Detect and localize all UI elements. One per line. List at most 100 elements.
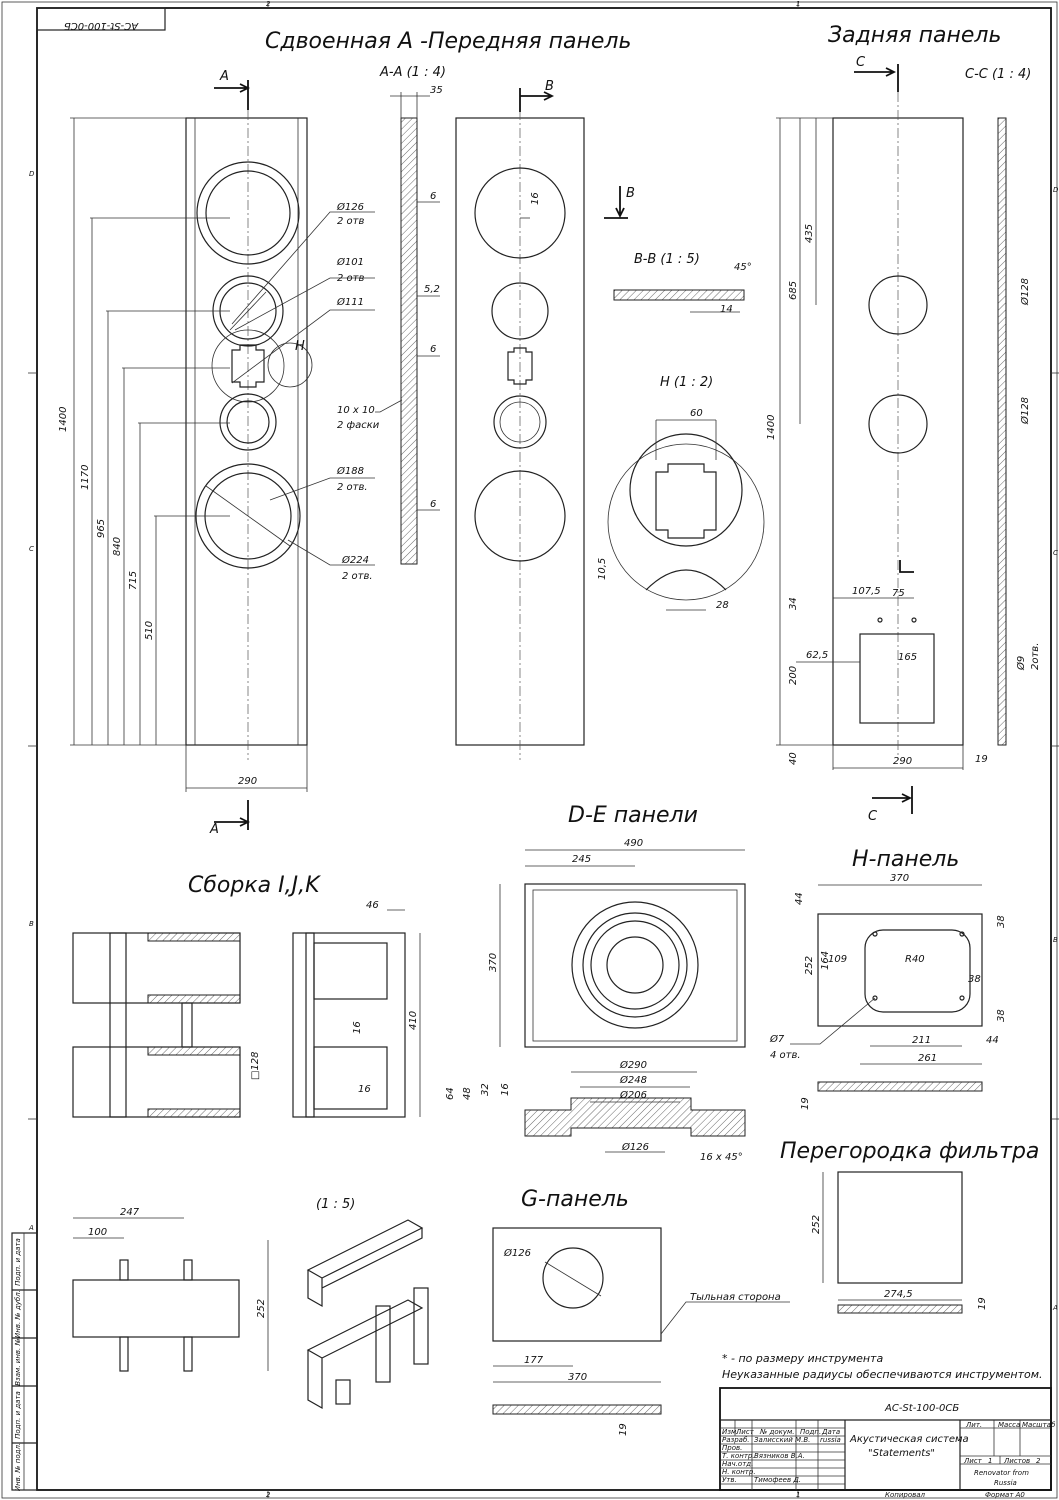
rear-dim-200: 200 <box>788 666 799 685</box>
de-dim-d206: Ø206 <box>619 1089 647 1101</box>
g-dim-d126: Ø126 <box>503 1247 531 1259</box>
bottom-dim-252: 252 <box>256 1299 267 1318</box>
tb-hdr-doc: № докум. <box>759 1428 795 1436</box>
cc-dim-19: 19 <box>975 754 988 765</box>
grid-row-c-right: C <box>1053 549 1058 557</box>
detail-h-circle <box>267 342 313 388</box>
section-a-bottom: A <box>209 822 219 837</box>
section-c-top: C <box>856 55 866 70</box>
stamp-vzam-inv: Взам. инв. № <box>14 1338 22 1386</box>
section-aa: A-A (1 : 4) 35 6 5,2 6 6 10 x 10 2 фаски <box>337 65 446 565</box>
filter-partition-title: Перегородка фильтра <box>780 1139 1039 1164</box>
callout-d101-n: 2 отв <box>337 273 364 284</box>
aa-dim-6a: 6 <box>430 191 436 202</box>
side-stamps: Подп. и дата Инв. № дубл. Взам. инв. № П… <box>11 1232 38 1491</box>
rear-dim-75: 75 <box>892 588 905 599</box>
de-dim-d126: Ø126 <box>621 1141 649 1153</box>
g-dim-19: 19 <box>618 1423 629 1436</box>
bottom-dim-100: 100 <box>88 1227 107 1238</box>
h-dim-38b: 38 <box>968 974 981 985</box>
de-dim-245: 245 <box>572 854 591 865</box>
bottom-scale: (1 : 5) <box>316 1197 355 1212</box>
grid-row-b-left: B <box>29 920 34 928</box>
tb-org: Renovator from <box>974 1469 1029 1477</box>
callout-d101: Ø101 <box>336 256 364 268</box>
tb-name-0: Залисский М.В. <box>754 1436 810 1444</box>
h-dim-44b: 44 <box>986 1035 999 1046</box>
note-2: Неуказанные радиусы обеспечиваются инстр… <box>722 1368 1043 1381</box>
section-cc-title: C-C (1 : 4) <box>965 67 1031 82</box>
tb-name-5: Тимофеев Д. <box>754 1476 801 1484</box>
rear-panel-view: Задняя панель C-C (1 : 4) 1400 685 435 1… <box>766 23 1041 824</box>
rear-dim-685: 685 <box>788 281 799 300</box>
assembly-ijk-title: Сборка I,J,K <box>188 873 321 898</box>
grid-row-a-right: A <box>1052 1304 1058 1312</box>
detail-h: H (1 : 2) 60 10,5 28 <box>597 375 765 611</box>
tb-date-0: russia <box>820 1436 841 1444</box>
tb-role-0: Разраб. <box>722 1436 750 1444</box>
rear-dim-1400: 1400 <box>766 415 777 440</box>
viewb-dim-16: 16 <box>530 192 541 205</box>
title-block: АС-St-100-0СБ Акустическая система "Stat… <box>719 1387 1056 1499</box>
tb-code: АС-St-100-0СБ <box>884 1403 959 1414</box>
g-panel-view: G-панель Ø126 Тыльная сторона 177 370 19 <box>492 1187 790 1436</box>
aa-dim-6b: 6 <box>430 344 436 355</box>
de-panels-title: D-E панели <box>568 803 698 828</box>
h-dim-261: 261 <box>918 1053 937 1064</box>
tb-role-2: Т. контр. <box>722 1452 755 1460</box>
tb-hdr-izm: Изм. <box>722 1428 738 1436</box>
tb-sheets: Листов <box>1003 1457 1030 1465</box>
callout-d126-n: 2 отв <box>337 216 364 227</box>
tb-format: Формат А0 <box>985 1491 1025 1499</box>
dim-1400: 1400 <box>58 407 69 432</box>
h-dim-d7: Ø7 <box>769 1033 785 1045</box>
tb-col-scale: Масштаб <box>1022 1421 1056 1429</box>
stamp-inv-dubl: Инв. № дубл. <box>14 1290 22 1338</box>
bottom-dim-247: 247 <box>120 1207 140 1218</box>
section-bb-title: B-B (1 : 5) <box>634 252 700 267</box>
aa-dim-52: 5,2 <box>424 284 440 295</box>
de-dim-d248: Ø248 <box>619 1074 647 1086</box>
callout-d188-n: 2 отв. <box>337 482 368 493</box>
assembly-bottom-view: 247 100 252 (1 : 5) <box>72 1197 429 1410</box>
filter-partition-view: Перегородка фильтра 252 274,5 19 <box>780 1139 1039 1314</box>
detail-h-dim-105: 10,5 <box>597 558 608 580</box>
front-panel-view: Сдвоенная А -Передняя панель H Ø126 2 от… <box>58 29 631 837</box>
cc-dim-d128a: Ø128 <box>1019 278 1031 306</box>
viewb-mark: B <box>545 79 554 94</box>
detail-h-mark: H <box>295 339 305 354</box>
aa-dim-35: 35 <box>430 85 443 96</box>
h-dim-109: 109 <box>828 954 847 965</box>
rear-dim-1075: 107,5 <box>852 586 881 597</box>
assembly-ijk-view: Сборка I,J,K □128 46 16 410 16 <box>72 873 421 1118</box>
callout-d188: Ø188 <box>336 465 364 477</box>
filter-dim-252: 252 <box>811 1215 822 1234</box>
rear-dim-165: 165 <box>898 652 917 663</box>
callout-d126: Ø126 <box>336 201 364 213</box>
de-dim-370: 370 <box>488 953 499 972</box>
rear-dim-625: 62,5 <box>806 650 828 661</box>
tb-sheet: Лист <box>963 1457 983 1465</box>
view-b: 16 B B <box>455 79 635 760</box>
h-dim-d7n: 4 отв. <box>770 1050 801 1061</box>
grid-col-2-bottom: 2 <box>266 1491 271 1499</box>
doc-code-top: АС-St-100-0СБ <box>64 20 139 31</box>
filter-dim-2745: 274,5 <box>884 1289 913 1300</box>
grid-col-1-bottom: 1 <box>796 1491 800 1499</box>
cc-dim-d9: Ø9 <box>1015 656 1027 671</box>
de-dim-48: 48 <box>462 1087 473 1100</box>
tb-name2: "Statements" <box>868 1448 935 1459</box>
ijk-dim-410: 410 <box>408 1011 419 1030</box>
ijk-dim-16a: 16 <box>352 1021 363 1034</box>
g-back-side: Тыльная сторона <box>690 1292 781 1303</box>
tb-sheets-no: 2 <box>1036 1457 1041 1465</box>
aa-chamfer: 10 x 10 <box>337 405 375 416</box>
de-dim-d290: Ø290 <box>619 1059 647 1071</box>
h-dim-19: 19 <box>800 1097 811 1110</box>
tb-role-1: Пров. <box>722 1444 742 1452</box>
cc-dim-d9n: 2отв. <box>1030 643 1041 670</box>
de-dim-490: 490 <box>624 838 643 849</box>
ijk-dim-46: 46 <box>366 900 379 911</box>
h-dim-252: 252 <box>804 956 815 975</box>
